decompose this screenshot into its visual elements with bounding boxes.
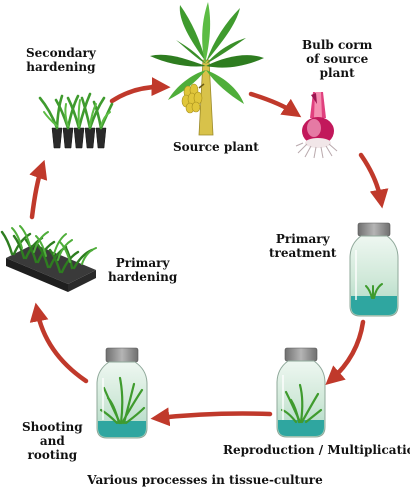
bulb-corm-icon <box>295 92 338 159</box>
culture-jar-icon <box>96 347 148 439</box>
label-bulb-corm: Bulb corm of source plant <box>302 38 373 80</box>
culture-jar-icon <box>349 222 399 317</box>
arrow-shooting-to-primary-hardening <box>29 302 89 384</box>
label-source-plant: Source plant <box>173 140 259 154</box>
cycle-arrows <box>29 77 389 427</box>
arrow-reproduction-to-shooting <box>150 407 273 427</box>
arrow-bulb-to-primary-treatment <box>358 152 389 209</box>
label-primary-hardening: Primary hardening <box>108 256 178 284</box>
culture-jar-icon <box>276 347 326 438</box>
figure-caption: Various processes in tissue-culture <box>87 473 323 487</box>
label-shooting-rooting: Shooting and rooting <box>22 420 83 462</box>
label-primary-treatment: Primary treatment <box>269 232 337 260</box>
label-secondary-hardening: Secondary hardening <box>26 46 96 74</box>
seedling-tray-icon <box>0 225 97 292</box>
banana-plant-icon <box>150 2 264 136</box>
arrow-primary-to-secondary-hardening <box>29 159 48 220</box>
potted-plants-icon <box>38 92 114 149</box>
arrow-secondary-to-source <box>109 77 171 104</box>
label-reproduction: Reproduction / Multiplication <box>223 443 410 457</box>
arrow-primary-treatment-to-reproduction <box>325 319 366 386</box>
arrow-source-to-bulb <box>248 91 302 118</box>
